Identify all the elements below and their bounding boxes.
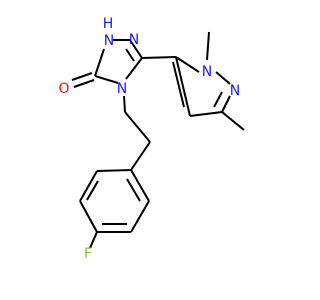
atom-h-on-n: H xyxy=(103,16,114,32)
bond-aryl-3 xyxy=(79,200,98,233)
bond-n2-c3p xyxy=(221,95,231,113)
bond-n2-c3p-double xyxy=(213,91,223,108)
atom-fluorine: F xyxy=(84,246,92,262)
bond-aryl-1 xyxy=(96,169,132,172)
bond-aryl-6 xyxy=(130,169,150,202)
atom-oxygen: O xyxy=(58,81,69,97)
bond-c3p-methyl xyxy=(221,111,245,131)
bond-n-c3-double xyxy=(125,48,135,62)
bond-n1-methyl xyxy=(206,31,210,61)
atom-n-triazole-bottom: N xyxy=(117,81,127,97)
bond-c5-nh xyxy=(94,48,105,77)
bond-c5p-n1 xyxy=(175,56,200,73)
bond-aryl-f xyxy=(89,231,98,249)
bond-triazole-pyrazole xyxy=(141,56,177,59)
atom-n-pyrazole-imine: N xyxy=(230,83,240,99)
bond-aryl-2-double xyxy=(86,180,99,201)
atom-n-h: N xyxy=(104,33,114,49)
bond-c4p-c5p xyxy=(175,56,191,117)
bond-aryl-2 xyxy=(79,170,98,202)
bond-n-c3 xyxy=(129,39,143,59)
bond-c3-n4 xyxy=(125,57,143,80)
bond-n4-c5 xyxy=(94,75,119,84)
bond-c4p-c5p-double xyxy=(172,61,185,108)
molecule-structure: N H N N O N N F xyxy=(58,16,245,262)
bond-c5-o xyxy=(73,79,95,88)
atom-n-pyrazole-methyl: N xyxy=(202,64,212,80)
atom-n-triazole-right: N xyxy=(129,32,139,48)
bond-c3p-c4p xyxy=(189,111,223,117)
bond-n4-ch2 xyxy=(123,95,126,113)
bond-n1-n2 xyxy=(215,71,231,85)
bond-c5-o-double xyxy=(71,72,93,81)
bond-aryl-6-double xyxy=(126,178,141,202)
bond-aryl-5 xyxy=(130,200,150,233)
bond-ch2-ch2 xyxy=(124,111,151,143)
bond-ch2-aryl xyxy=(130,141,151,171)
